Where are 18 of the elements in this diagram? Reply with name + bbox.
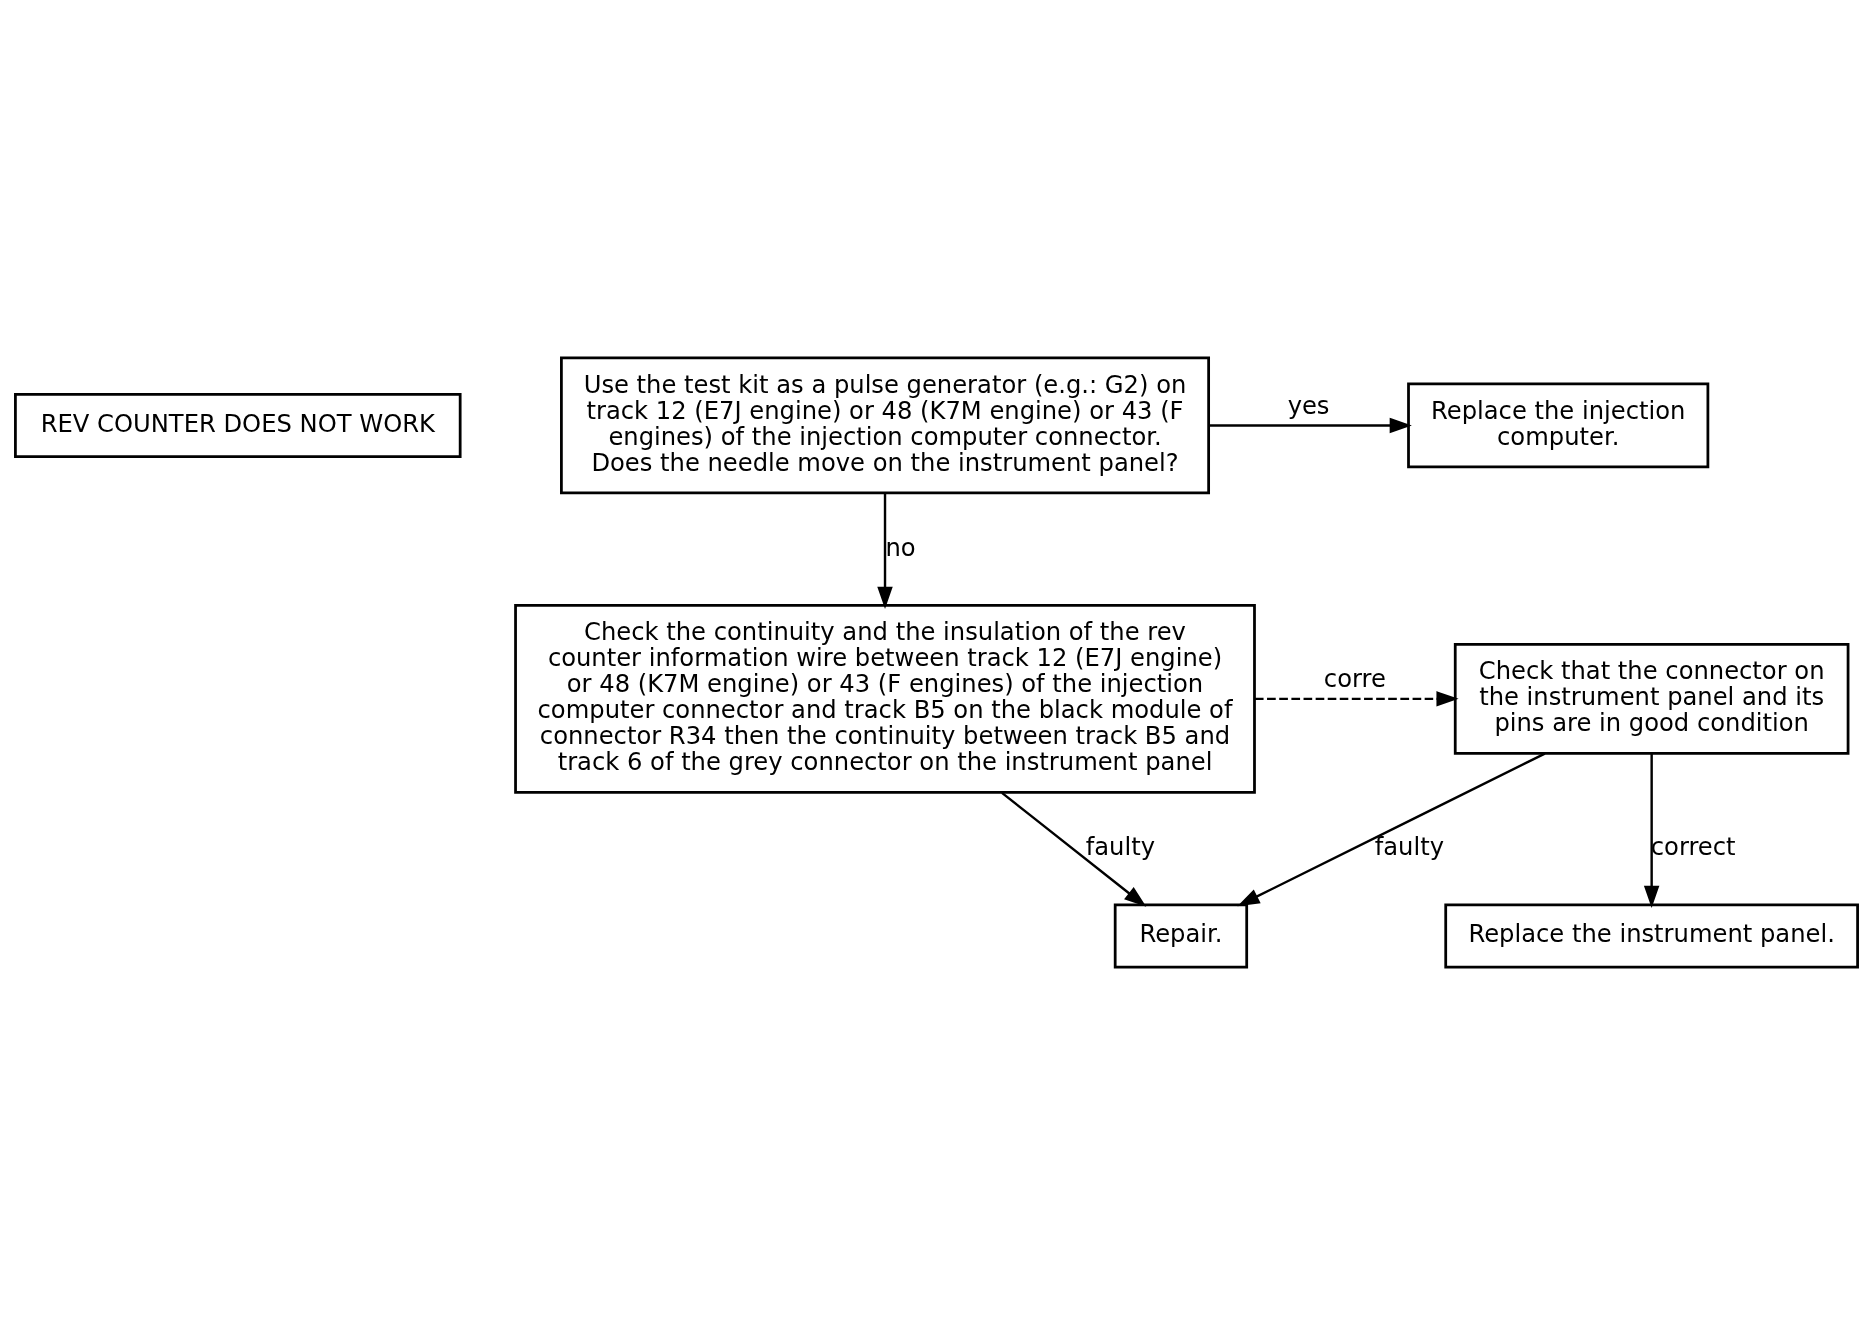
node-box: Replace the injection computer. bbox=[1407, 382, 1710, 468]
arrow bbox=[1237, 752, 1546, 906]
node-box: Use the test kit as a pulse generator (e.g.: G2) on track 12 (E7J engine) or 48 (K7M engine) or 43 (F engines) of the injection computer connector. Does the needle move on the instrument panel? bbox=[560, 356, 1210, 494]
edge-label: faulty bbox=[1085, 832, 1156, 861]
node-box: Repair. bbox=[1113, 902, 1249, 968]
arrow bbox=[1208, 417, 1412, 433]
edge-label: corre bbox=[1323, 664, 1386, 693]
arrow bbox=[1254, 690, 1459, 707]
node-box: Check that the connector on the instrument panel and its pins are in good condition bbox=[1453, 642, 1850, 755]
edge-label: no bbox=[885, 533, 916, 562]
node-box: REV COUNTER DOES NOT WORK bbox=[14, 392, 462, 458]
arrow bbox=[1001, 791, 1147, 907]
edge-label: faulty bbox=[1374, 832, 1445, 861]
node-box: Replace the instrument panel. bbox=[1444, 902, 1859, 968]
edge-label: yes bbox=[1287, 391, 1330, 420]
arrow bbox=[1643, 753, 1660, 908]
arrow bbox=[877, 492, 893, 609]
node-box: Check the continuity and the insulation of the rev counter information wire between track 12 (E7J engine) or 48 (K7M engine) or 43 (F engines) of the injection computer connector and track B5 on the black module of connector R34 then the continuity between track B5 and track 6 of the grey connector on the instrument panel bbox=[514, 603, 1256, 794]
